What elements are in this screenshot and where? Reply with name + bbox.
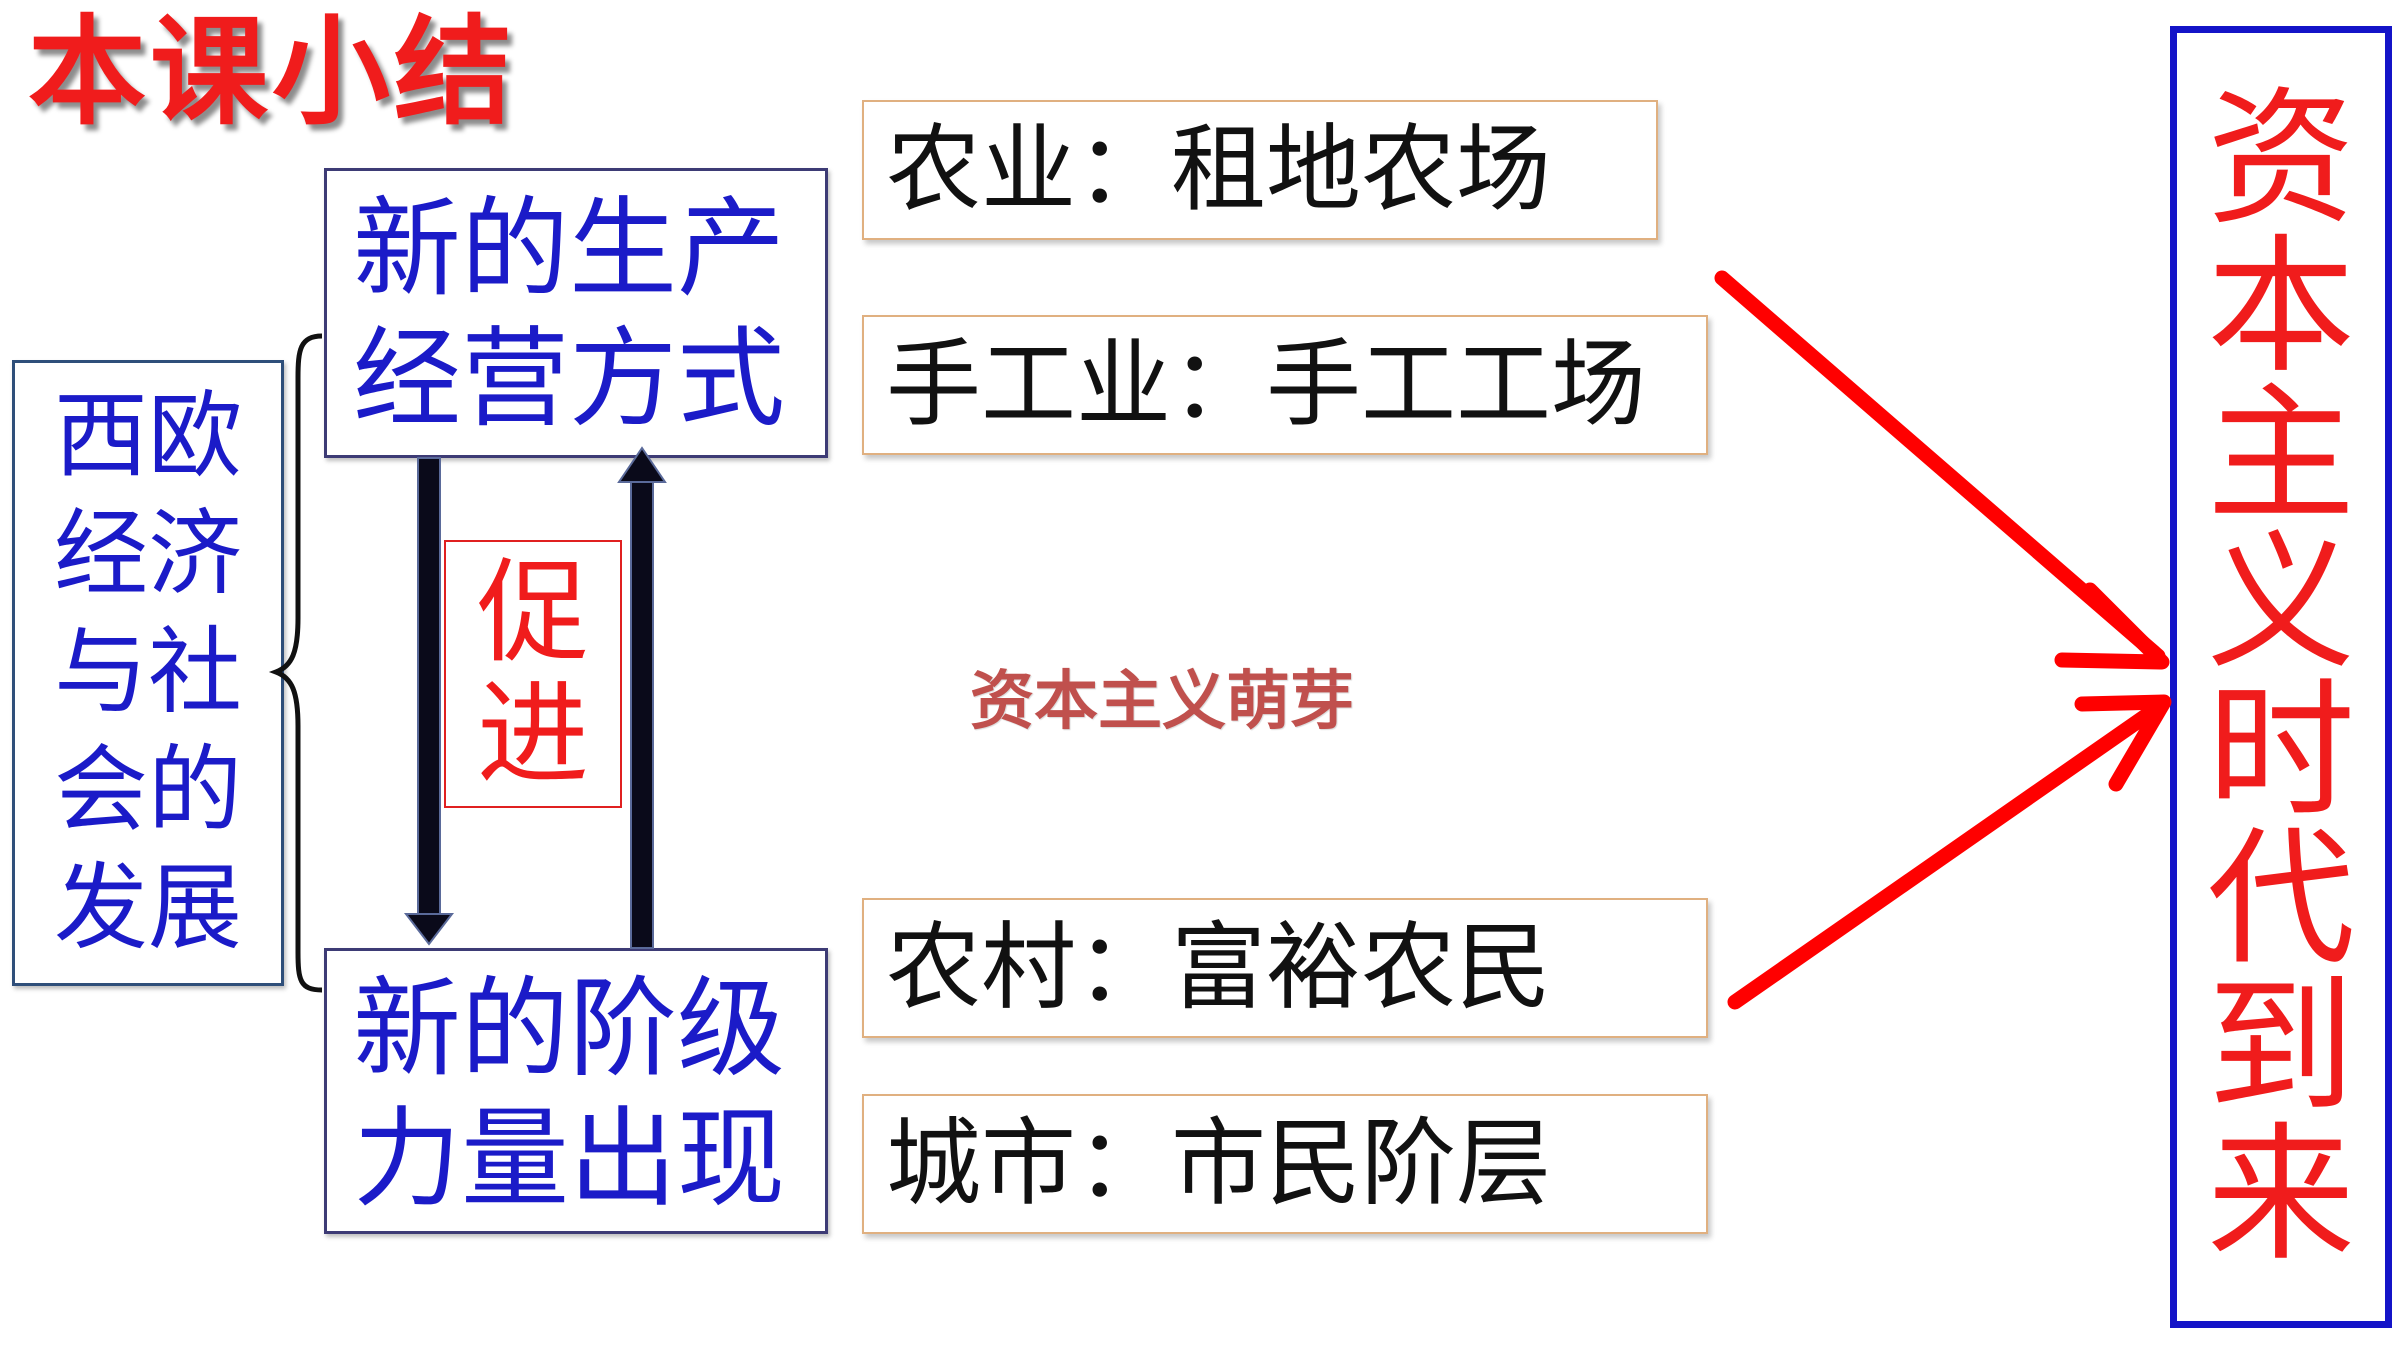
class-line: 力量出现	[353, 1097, 786, 1222]
result-box: 资 本 主 义 时 代 到 来	[2170, 26, 2392, 1328]
promote-box: 促 进	[444, 540, 622, 808]
result-char: 代	[2207, 813, 2355, 985]
result-char: 资	[2207, 73, 2355, 245]
result-char: 到	[2207, 961, 2355, 1133]
fact-countryside: 农村：富裕农民	[862, 898, 1708, 1038]
topic-box: 西欧 经济 与社 会的 发展	[12, 360, 284, 986]
production-mode-box: 新的生产 经营方式	[324, 168, 828, 458]
class-forces-box: 新的阶级 力量出现	[324, 948, 828, 1234]
capitalism-sprouts-label: 资本主义萌芽	[970, 665, 1354, 739]
production-line: 经营方式	[353, 317, 786, 442]
topic-line: 西欧	[53, 382, 242, 491]
fact-agriculture: 农业：租地农场	[862, 100, 1658, 240]
red-arrow-lower	[1727, 694, 2172, 1010]
result-char: 时	[2207, 665, 2355, 837]
result-char: 来	[2207, 1109, 2355, 1281]
up-arrow	[617, 446, 667, 949]
result-char: 义	[2207, 517, 2355, 689]
class-line: 新的阶级	[353, 967, 786, 1092]
topic-line: 会的	[53, 736, 242, 845]
slide-title: 本课小结	[28, 3, 517, 141]
topic-line: 与社	[53, 618, 242, 727]
production-line: 新的生产	[353, 187, 786, 312]
red-arrow-upper	[1714, 270, 2170, 670]
promote-char: 促	[477, 548, 589, 678]
result-char: 主	[2207, 369, 2355, 541]
result-char: 本	[2207, 221, 2355, 393]
topic-line: 经济	[53, 500, 242, 609]
promote-char: 进	[477, 670, 589, 800]
fact-handicraft: 手工业：手工工场	[862, 315, 1708, 455]
topic-line: 发展	[53, 854, 242, 963]
fact-city: 城市：市民阶层	[862, 1094, 1708, 1234]
